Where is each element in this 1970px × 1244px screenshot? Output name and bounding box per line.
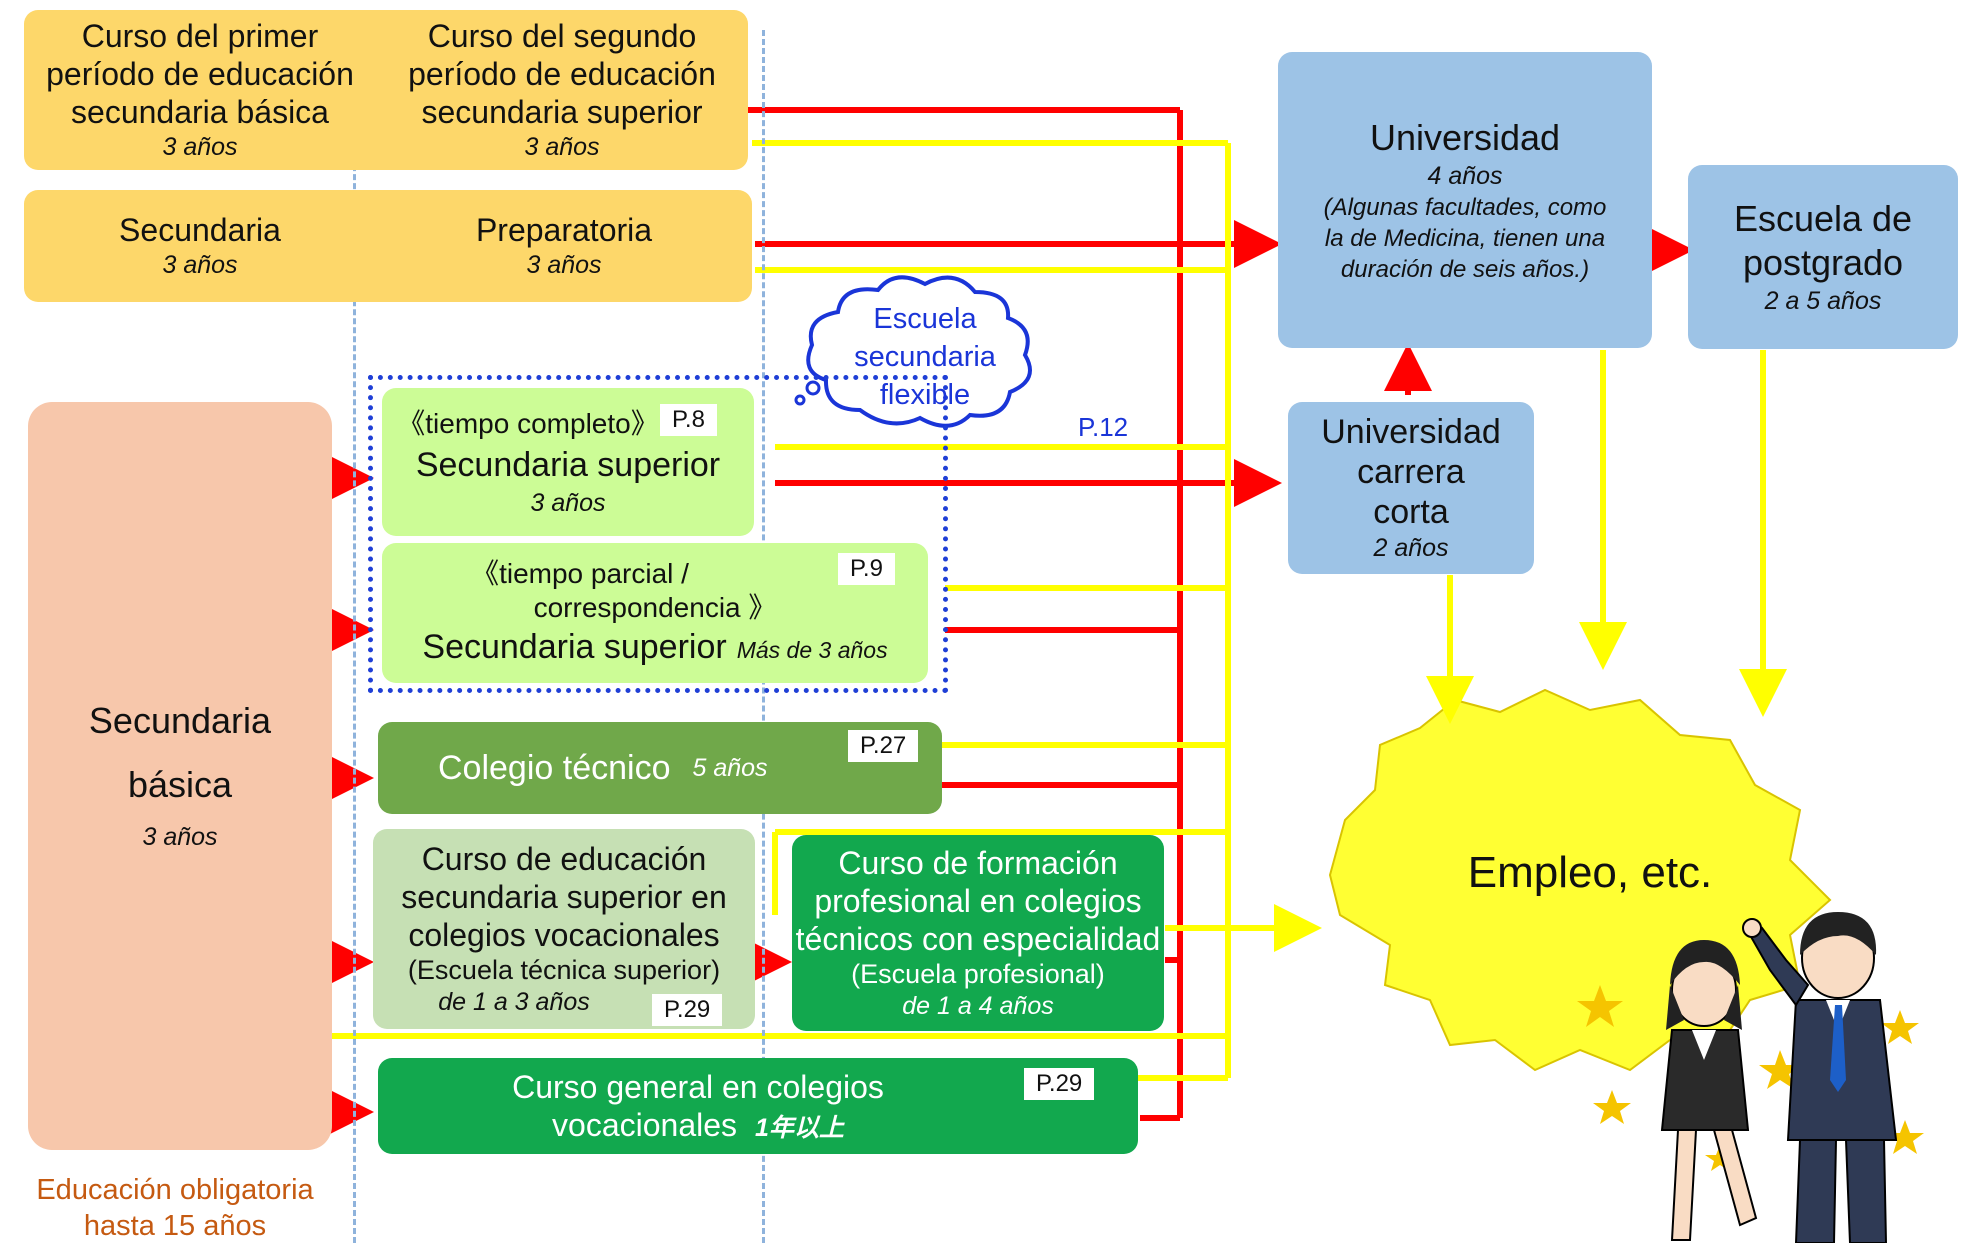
university-box: Universidad 4 años (Algunas facultades, … bbox=[1278, 52, 1652, 348]
vocational-upper-line3: colegios vocacionales bbox=[408, 917, 720, 953]
general-vocational-page-tag: P.29 bbox=[1024, 1068, 1095, 1100]
divider-basic-upper bbox=[353, 30, 356, 1243]
basic-secondary-box: Secundaria básica 3 años bbox=[28, 402, 332, 1150]
junior-college-line2: carrera bbox=[1357, 453, 1465, 491]
row1-left-years: 3 años bbox=[162, 133, 238, 161]
basic-secondary-line2: básica bbox=[127, 764, 233, 805]
professional-line4: (Escuela profesional) bbox=[851, 959, 1105, 989]
part-time-years: Más de 3 años bbox=[736, 637, 888, 663]
technical-college-title: Colegio técnico bbox=[438, 749, 671, 787]
compulsory-education-note: Educación obligatoria hasta 15 años bbox=[10, 1172, 340, 1244]
vocational-upper-line4: (Escuela técnica superior) bbox=[407, 955, 721, 985]
flexible-school-label: Escuela secundaria flexible bbox=[840, 300, 1010, 414]
technical-college-page-tag: P.27 bbox=[848, 730, 919, 762]
basic-secondary-years: 3 años bbox=[142, 823, 218, 851]
star-icon bbox=[1593, 1090, 1631, 1124]
general-vocational-years: 1年以上 bbox=[755, 1114, 844, 1142]
star-icon bbox=[1577, 985, 1623, 1027]
vocational-upper-line1: Curso de educación bbox=[421, 841, 707, 877]
row1-left-title: Curso del primer período de educación se… bbox=[46, 18, 354, 130]
general-vocational-box: Curso general en colegios vocacionales 1… bbox=[378, 1058, 1138, 1154]
part-time-title: Secundaria superior bbox=[422, 628, 727, 666]
row1-right-years: 3 años bbox=[524, 133, 600, 161]
vocational-upper-box: Curso de educación secundaria superior e… bbox=[373, 829, 755, 1029]
university-note-line1: (Algunas facultades, como bbox=[1323, 193, 1607, 221]
university-note-line3: duración de seis años.) bbox=[1340, 255, 1590, 283]
professional-years: de 1 a 4 años bbox=[902, 992, 1054, 1020]
star-icon bbox=[1705, 1145, 1735, 1171]
row2-left-years: 3 años bbox=[162, 251, 238, 279]
row2-box: Secundaria 3 años Preparatoria 3 años bbox=[24, 190, 752, 302]
professional-line3: técnicos con especialidad bbox=[795, 921, 1161, 957]
businessman-illustration bbox=[1742, 912, 1898, 1243]
footer-line1: Educación obligatoria bbox=[36, 1174, 314, 1206]
row2-left-title: Secundaria bbox=[119, 212, 281, 248]
flexible-page-tag: P.12 bbox=[1078, 412, 1129, 442]
technical-college-years: 5 años bbox=[692, 754, 768, 782]
full-time-title: Secundaria superior bbox=[415, 446, 721, 484]
secondary-upper-dotted-frame bbox=[368, 375, 948, 693]
footer-line2: hasta 15 años bbox=[83, 1210, 267, 1242]
full-time-page-tag: P.8 bbox=[660, 404, 717, 436]
businesswoman-illustration bbox=[1660, 940, 1758, 1241]
professional-training-box: Curso de formación profesional en colegi… bbox=[792, 835, 1164, 1031]
flexible-line1: Escuela bbox=[873, 303, 977, 335]
part-time-page-tag: P.9 bbox=[838, 553, 895, 585]
row2-right-years: 3 años bbox=[526, 251, 602, 279]
junior-college-years: 2 años bbox=[1373, 534, 1449, 562]
full-time-years: 3 años bbox=[530, 489, 606, 517]
part-time-mode-line1: 《tiempo parcial / bbox=[471, 558, 689, 589]
star-icon bbox=[1881, 1010, 1919, 1044]
row1-box: Curso del primer período de educación se… bbox=[24, 10, 748, 170]
professional-line1: Curso de formación bbox=[838, 845, 1118, 881]
flexible-line3: flexible bbox=[879, 379, 971, 411]
graduate-line1: Escuela de bbox=[1733, 198, 1913, 239]
part-time-box: 《tiempo parcial / correspondencia 》 Secu… bbox=[382, 543, 928, 683]
row2-right-title: Preparatoria bbox=[475, 212, 653, 248]
vocational-upper-page-tag: P.29 bbox=[652, 994, 723, 1026]
graduate-years: 2 a 5 años bbox=[1764, 287, 1882, 315]
general-vocational-line2: vocacionales bbox=[552, 1107, 738, 1143]
vocational-upper-line2: secundaria superior en bbox=[401, 879, 727, 915]
full-time-mode: 《tiempo completo》 bbox=[397, 408, 659, 439]
star-icon bbox=[1759, 1050, 1802, 1089]
part-time-mode-line2: correspondencia 》 bbox=[533, 592, 777, 623]
graduate-school-box: Escuela de postgrado 2 a 5 años bbox=[1688, 165, 1958, 349]
row1-right-title: Curso del segundo período de educación s… bbox=[408, 18, 716, 130]
university-title: Universidad bbox=[1369, 116, 1561, 158]
vocational-upper-years: de 1 a 3 años bbox=[438, 988, 590, 1016]
general-vocational-line1: Curso general en colegios bbox=[512, 1069, 884, 1105]
graduate-line2: postgrado bbox=[1742, 242, 1904, 283]
junior-college-box: Universidad carrera corta 2 años bbox=[1288, 402, 1534, 574]
star-icon bbox=[1886, 1120, 1924, 1154]
university-years: 4 años bbox=[1427, 161, 1503, 190]
employment-label: Empleo, etc. bbox=[1467, 848, 1713, 897]
junior-college-line1: Universidad bbox=[1321, 413, 1501, 451]
university-note-line2: la de Medicina, tienen una bbox=[1324, 224, 1606, 252]
flexible-school-cloud bbox=[806, 275, 1032, 428]
junior-college-line3: corta bbox=[1373, 493, 1449, 531]
professional-line2: profesional en colegios bbox=[814, 883, 1142, 919]
flexible-line2: secundaria bbox=[854, 341, 996, 373]
basic-secondary-line1: Secundaria bbox=[88, 700, 272, 741]
